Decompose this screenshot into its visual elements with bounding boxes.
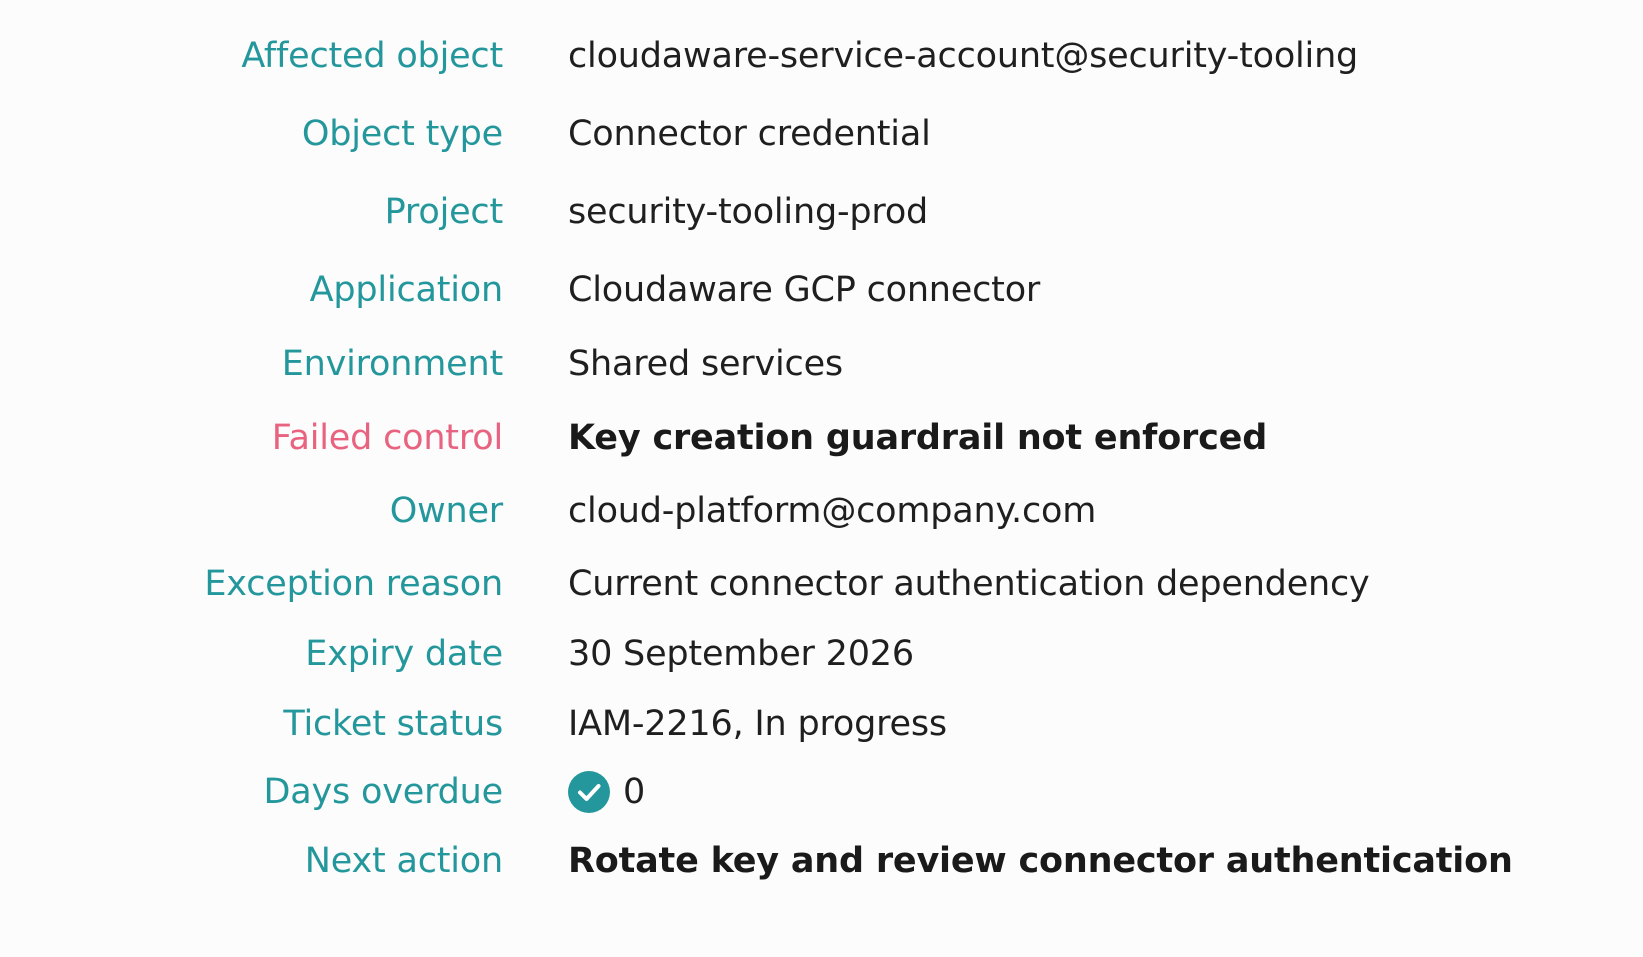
affected-object-value: cloudaware-service-account@security-tool…: [568, 36, 1359, 76]
row-days-overdue: Days overdue 0: [0, 762, 1643, 822]
row-object-type: Object type Connector credential: [0, 104, 1643, 164]
row-owner: Owner cloud-platform@company.com: [0, 481, 1643, 541]
owner-label: Owner: [389, 491, 503, 531]
row-environment: Environment Shared services: [0, 334, 1643, 394]
next-action-label: Next action: [304, 841, 503, 881]
expiry-date-label: Expiry date: [305, 634, 503, 674]
next-action-value: Rotate key and review connector authenti…: [568, 841, 1513, 881]
ticket-status-value: IAM-2216, In progress: [568, 704, 947, 744]
row-affected-object: Affected object cloudaware-service-accou…: [0, 26, 1643, 86]
object-type-value: Connector credential: [568, 114, 931, 154]
owner-value: cloud-platform@company.com: [568, 491, 1097, 531]
project-label: Project: [384, 192, 504, 232]
ticket-status-label: Ticket status: [283, 704, 503, 744]
row-project: Project security-tooling-prod: [0, 182, 1643, 242]
check-circle-icon: [568, 771, 610, 813]
exception-reason-label: Exception reason: [204, 564, 503, 604]
row-application: Application Cloudaware GCP connector: [0, 260, 1643, 320]
expiry-date-value: 30 September 2026: [568, 634, 914, 674]
object-type-label: Object type: [301, 114, 503, 154]
row-exception-reason: Exception reason Current connector authe…: [0, 554, 1643, 614]
affected-object-label: Affected object: [241, 36, 503, 76]
row-ticket-status: Ticket status IAM-2216, In progress: [0, 694, 1643, 754]
days-overdue-value: 0: [623, 772, 646, 812]
row-failed-control: Failed control Key creation guardrail no…: [0, 408, 1643, 468]
environment-value: Shared services: [568, 344, 843, 384]
exception-reason-value: Current connector authentication depende…: [568, 564, 1370, 604]
failed-control-label: Failed control: [271, 418, 503, 458]
failed-control-value: Key creation guardrail not enforced: [568, 418, 1268, 458]
application-label: Application: [309, 270, 504, 310]
project-value: security-tooling-prod: [568, 192, 929, 232]
row-next-action: Next action Rotate key and review connec…: [0, 831, 1643, 891]
row-expiry-date: Expiry date 30 September 2026: [0, 624, 1643, 684]
days-overdue-label: Days overdue: [263, 772, 504, 812]
environment-label: Environment: [281, 344, 503, 384]
application-value: Cloudaware GCP connector: [568, 270, 1041, 310]
